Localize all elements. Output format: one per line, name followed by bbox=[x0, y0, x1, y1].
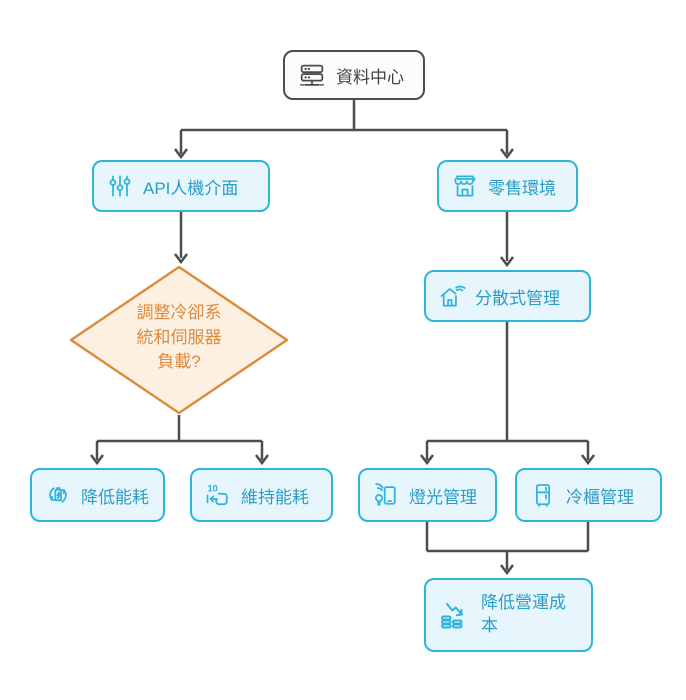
fridge-icon bbox=[529, 481, 557, 509]
node-reduce-energy[interactable]: 降低能耗 bbox=[30, 468, 165, 522]
node-label: 資料中心 bbox=[336, 67, 404, 87]
node-api-interface[interactable]: API人機介面 bbox=[92, 160, 270, 212]
svg-text:10: 10 bbox=[208, 484, 218, 494]
node-label: 零售環境 bbox=[488, 178, 556, 198]
node-label: 分散式管理 bbox=[475, 288, 560, 308]
server-icon bbox=[297, 60, 327, 90]
node-distributed-management[interactable]: 分散式管理 bbox=[424, 270, 591, 322]
node-label: 降低能耗 bbox=[81, 487, 149, 507]
storefront-icon bbox=[451, 172, 479, 200]
node-fridge-management[interactable]: 冷櫃管理 bbox=[515, 468, 662, 522]
node-lighting-management[interactable]: 燈光管理 bbox=[358, 468, 497, 522]
decision-label: 調整冷卻系統和伺服器負載? bbox=[136, 303, 222, 372]
node-label: 維持能耗 bbox=[241, 487, 309, 507]
node-retail-environment[interactable]: 零售環境 bbox=[437, 160, 578, 212]
node-label: 冷櫃管理 bbox=[566, 487, 634, 507]
node-label: 燈光管理 bbox=[409, 487, 477, 507]
node-decision-diamond[interactable]: 調整冷卻系統和伺服器負載? bbox=[69, 265, 289, 415]
node-reduce-operating-costs[interactable]: 降低營運成本 bbox=[424, 578, 593, 652]
sliders-icon bbox=[106, 172, 134, 200]
smart-home-icon bbox=[438, 282, 466, 310]
node-data-center[interactable]: 資料中心 bbox=[283, 50, 425, 100]
cost-down-icon bbox=[438, 598, 472, 632]
node-maintain-energy[interactable]: 10 維持能耗 bbox=[190, 468, 333, 522]
node-label: API人機介面 bbox=[143, 178, 239, 198]
node-label: 降低營運成本 bbox=[481, 593, 566, 635]
replay-10-icon: 10 bbox=[204, 481, 232, 509]
diamond-shape bbox=[69, 265, 289, 415]
smart-light-icon bbox=[372, 481, 400, 509]
battery-recycle-icon bbox=[44, 481, 72, 509]
